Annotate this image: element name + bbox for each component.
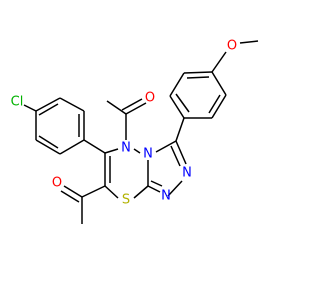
bond-clph-5-double <box>38 135 59 149</box>
bond-c7-acetyl-carbon <box>81 185 106 198</box>
bond-meoph-2 <box>169 72 185 97</box>
bond-group <box>23 40 259 224</box>
bond-meoph-1 <box>169 95 185 119</box>
atom-sulfur: S <box>122 193 130 208</box>
atom-o-acetyl-bottom: O <box>52 176 62 191</box>
bond-meoph-3-double <box>186 76 210 79</box>
bond-c6-chlorophenyl <box>83 139 106 154</box>
bond-n1-c8a-double <box>150 180 163 187</box>
bond-clph-3 <box>35 97 61 112</box>
bond-meoph-4 <box>211 71 227 96</box>
bond-n4-c3 <box>155 140 177 153</box>
molecule-structure: O N N N N S O Cl O <box>11 39 259 224</box>
atom-chlorine: Cl <box>11 95 24 110</box>
bond-s-c8a <box>133 185 149 199</box>
bond-meoph-3 <box>183 71 213 74</box>
bond-o-methyl <box>239 40 259 44</box>
bond-clph-3-double <box>38 103 59 116</box>
atom-n-triazole-2: N <box>182 166 192 181</box>
bond-clph-6 <box>59 139 85 155</box>
bond-n5-c6 <box>104 148 119 154</box>
bond-meoph-5-double <box>208 94 221 114</box>
atom-o-methoxy: O <box>227 39 237 54</box>
bond-acetyl-top-methyl <box>106 100 127 115</box>
bond-meoph-o <box>211 51 227 73</box>
atom-n-triazole-1: N <box>161 189 171 204</box>
bond-clph-cl <box>23 104 37 112</box>
bond-acetyl-bottom-carbonyl-2 <box>60 190 80 203</box>
bond-acetyl-bottom-carbonyl-1 <box>63 185 83 198</box>
bond-clph-2 <box>59 97 85 112</box>
molecule-diagram-stage: O N N N N S O Cl O <box>10 38 259 224</box>
bond-meoph-1-double <box>175 93 190 113</box>
atom-labels: O N N N N S O Cl O <box>11 39 237 208</box>
bond-c3-n2 <box>175 140 187 165</box>
bond-clph-5 <box>35 139 61 155</box>
bond-acetyl-top-carbonyl-1 <box>125 102 147 115</box>
bond-n2-n1 <box>167 180 183 197</box>
atom-o-acetyl-top: O <box>145 91 155 106</box>
bond-n1-c8a <box>147 185 161 193</box>
bond-acetyl-top-carbonyl-2 <box>121 98 143 111</box>
bond-n4-n5 <box>133 148 141 154</box>
bond-c3-methoxyphenyl <box>175 117 185 142</box>
bond-meoph-5 <box>211 94 227 119</box>
bond-c3-n2-double <box>170 145 181 167</box>
atom-n-fused: N <box>143 147 153 162</box>
bond-c7-s <box>104 185 119 199</box>
atom-n5: N <box>121 141 131 156</box>
